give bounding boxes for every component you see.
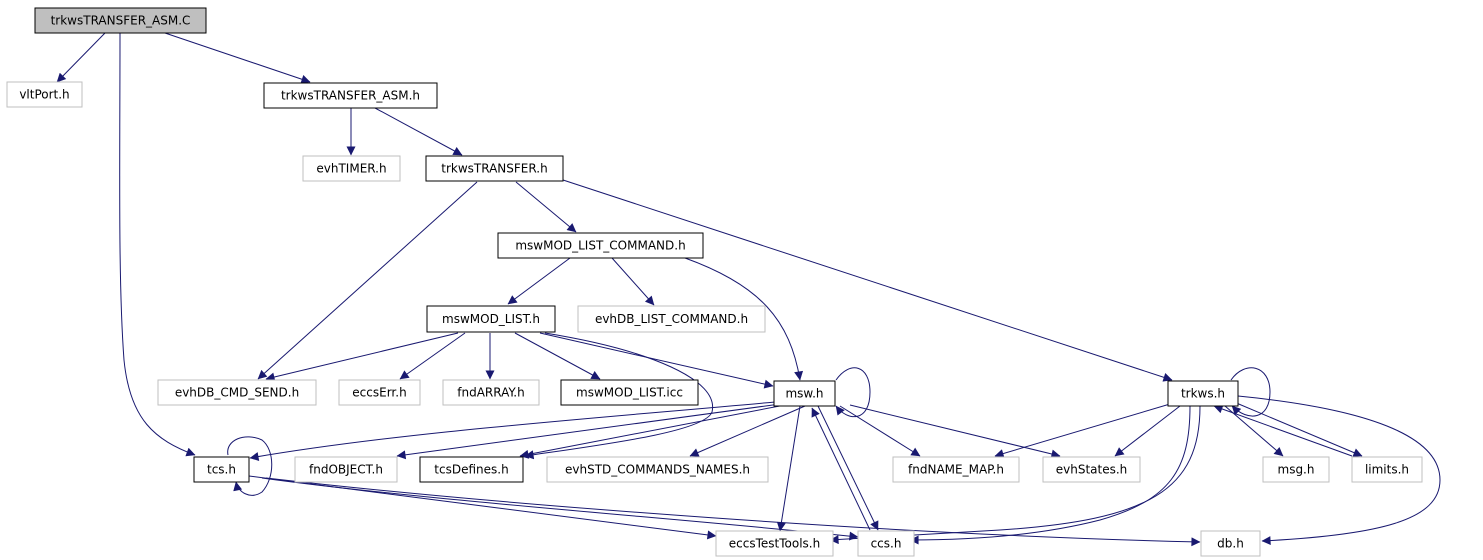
edge-trkws-msg	[1224, 405, 1284, 457]
node-label: limits.h	[1365, 463, 1409, 477]
edge-mswmodlist-msw	[539, 332, 774, 389]
node-evhtimer-h[interactable]: evhTIMER.h	[302, 155, 401, 182]
node-eccstesttools-h[interactable]: eccsTestTools.h	[715, 530, 834, 557]
edge-mswmodlist-icc	[514, 332, 601, 380]
node-eccserr-h[interactable]: eccsErr.h	[338, 379, 421, 406]
edge-mswmodlist-tcsdefines	[524, 332, 714, 460]
edge-msw-self	[835, 367, 871, 418]
edge-transfer-mswlistcmd	[515, 181, 577, 233]
node-tcsdefines-h[interactable]: tcsDefines.h	[419, 456, 524, 483]
node-label: fndNAME_MAP.h	[908, 463, 1004, 477]
node-evhdb-cmd-send-h[interactable]: evhDB_CMD_SEND.h	[157, 379, 317, 406]
edge-limits-trkws	[1213, 404, 1353, 457]
edge-msw-tcsdefines	[519, 404, 786, 459]
edge-trkws-db	[1237, 395, 1441, 546]
edge-mswlistcmd-evhdblistcmd	[611, 257, 655, 306]
node-msg-h[interactable]: msg.h	[1262, 456, 1330, 483]
node-label: fndOBJECT.h	[309, 463, 383, 477]
edge-transfer-evhdbcmdsend	[257, 181, 478, 380]
node-label: tcs.h	[207, 463, 236, 477]
node-label: mswMOD_LIST.icc	[576, 386, 683, 400]
node-label: eccsErr.h	[352, 386, 406, 400]
node-label: msw.h	[785, 387, 823, 401]
edge-msw-fndobject	[396, 403, 781, 460]
edge-msw-evhstates	[849, 404, 1061, 459]
node-label: evhDB_CMD_SEND.h	[175, 386, 299, 400]
node-db-h[interactable]: db.h	[1200, 530, 1261, 557]
edge-trkws-evhstates	[1114, 405, 1181, 457]
node-mswmod-list-h[interactable]: mswMOD_LIST.h	[426, 305, 556, 333]
node-label: tcsDefines.h	[434, 463, 508, 477]
edge-msw-fndnamemap	[839, 405, 921, 457]
node-label: evhTIMER.h	[316, 162, 386, 176]
node-label: trkwsTRANSFER_ASM.C	[51, 14, 191, 28]
node-label: evhSTD_COMMANDS_NAMES.h	[565, 463, 750, 477]
edge-msw-ccs	[817, 405, 879, 531]
node-label: trkwsTRANSFER.h	[441, 162, 547, 176]
node-vltport-h[interactable]: vltPort.h	[6, 81, 83, 108]
node-label: trkws.h	[1181, 387, 1225, 401]
node-msw-h[interactable]: msw.h	[773, 380, 836, 407]
edge-trkws-fndnamemap	[994, 403, 1171, 458]
node-label: mswMOD_LIST.h	[442, 312, 540, 326]
edge-msw-evhstd	[689, 405, 806, 457]
edge-mswmodlist-evhdbcmdsend	[265, 332, 459, 382]
node-ccs-h[interactable]: ccs.h	[857, 530, 915, 557]
node-fndobject-h[interactable]: fndOBJECT.h	[294, 456, 398, 483]
dependency-edges	[56, 32, 1441, 547]
node-label: trkwsTRANSFER_ASM.h	[281, 89, 420, 103]
edge-trkws-ccs	[909, 405, 1191, 545]
node-fndarray-h[interactable]: fndARRAY.h	[442, 379, 540, 406]
node-evhstates-h[interactable]: evhStates.h	[1042, 456, 1141, 483]
node-trkwstransfer-asm-c[interactable]: trkwsTRANSFER_ASM.C	[34, 7, 207, 34]
edge-mswmodlist-eccserr	[399, 332, 466, 380]
node-label: db.h	[1217, 537, 1244, 551]
node-label: evhDB_LIST_COMMAND.h	[595, 312, 748, 326]
node-label: mswMOD_LIST_COMMAND.h	[515, 239, 685, 253]
edge-mswlistcmd-msw	[684, 257, 804, 381]
node-label: ccs.h	[871, 537, 902, 551]
node-fndname-map-h[interactable]: fndNAME_MAP.h	[892, 456, 1020, 483]
node-tcs-h[interactable]: tcs.h	[193, 456, 250, 483]
edge-root-tcs	[119, 32, 196, 457]
node-label: evhStates.h	[1056, 463, 1128, 477]
node-trkwstransfer-h[interactable]: trkwsTRANSFER.h	[425, 155, 564, 182]
edge-msw-eccstesttools	[776, 405, 801, 532]
node-trkwstransfer-asm-h[interactable]: trkwsTRANSFER_ASM.h	[263, 82, 438, 109]
edge-tcs-ccs	[261, 477, 859, 541]
edge-mswlistcmd-mswmodlist	[507, 257, 571, 305]
edge-root-asm-h	[164, 32, 311, 84]
edge-asm-transfer	[374, 107, 463, 156]
edge-trkws-self	[1230, 367, 1271, 417]
edge-ccs-msw	[811, 407, 871, 531]
node-label: fndARRAY.h	[457, 386, 524, 400]
node-evhdb-list-command-h[interactable]: evhDB_LIST_COMMAND.h	[577, 305, 766, 333]
edge-tcs-db	[265, 477, 1201, 547]
edge-msw-tcs	[249, 401, 776, 461]
node-label: msg.h	[1278, 463, 1315, 477]
node-evhstd-commands-names-h[interactable]: evhSTD_COMMANDS_NAMES.h	[546, 456, 769, 483]
node-mswmod-list-icc[interactable]: mswMOD_LIST.icc	[560, 379, 699, 406]
edge-tcs-self	[227, 436, 273, 496]
node-mswmod-list-command-h[interactable]: mswMOD_LIST_COMMAND.h	[497, 232, 704, 259]
edge-transfer-trkws	[559, 178, 1173, 382]
node-label: vltPort.h	[19, 88, 69, 102]
node-trkws-h[interactable]: trkws.h	[1167, 380, 1239, 407]
edge-trkws-limits	[1233, 401, 1363, 457]
node-limits-h[interactable]: limits.h	[1351, 456, 1423, 483]
node-label: eccsTestTools.h	[729, 537, 820, 551]
edge-root-vltport	[56, 32, 106, 83]
